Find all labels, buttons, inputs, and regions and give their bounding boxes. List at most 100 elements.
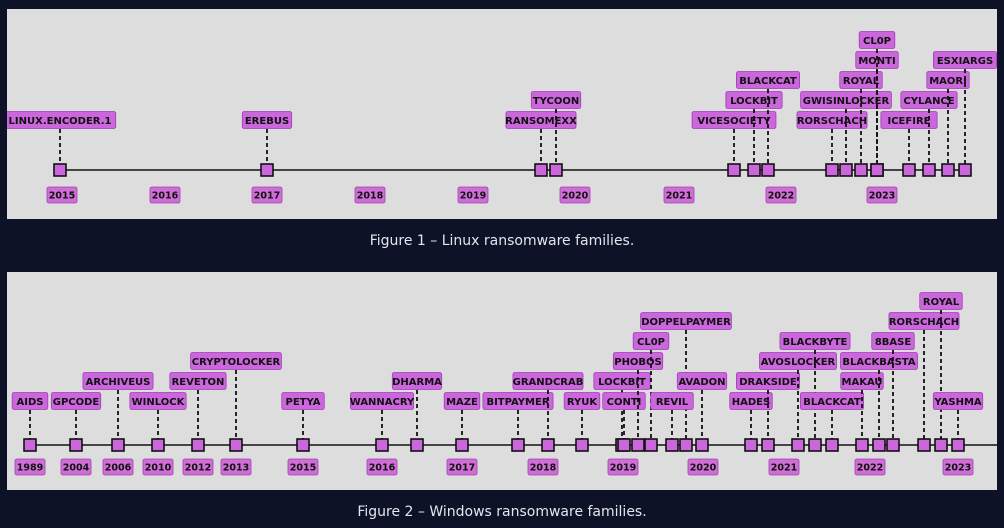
svg-text:ROYAL: ROYAL	[923, 297, 960, 308]
svg-text:MAKAU: MAKAU	[842, 377, 883, 388]
svg-text:2020: 2020	[690, 463, 717, 474]
svg-text:ROYAL: ROYAL	[843, 76, 880, 87]
svg-text:MAORI: MAORI	[929, 76, 967, 87]
family-maori: MAORI	[926, 71, 970, 177]
year-label-2012: 2012	[182, 458, 214, 476]
svg-text:DOPPELPAYMER: DOPPELPAYMER	[641, 317, 731, 328]
svg-text:2016: 2016	[152, 191, 179, 202]
svg-text:RORSCHACH: RORSCHACH	[889, 317, 959, 328]
family-rorschach: RORSCHACH	[796, 111, 868, 177]
svg-text:LOCKBIT: LOCKBIT	[598, 377, 646, 388]
svg-text:LINUX.ENCODER.1: LINUX.ENCODER.1	[9, 116, 112, 127]
family-ryuk: RYUK	[563, 392, 601, 452]
svg-text:DRAKSIDE: DRAKSIDE	[739, 377, 797, 388]
svg-text:2021: 2021	[666, 191, 692, 202]
year-label-2023: 2023	[942, 458, 974, 476]
year-label-2004: 2004	[60, 458, 92, 476]
svg-text:GRANDCRAB: GRANDCRAB	[513, 377, 584, 388]
family-avoslocker: AVOSLOCKER	[759, 352, 837, 452]
year-label-2006: 2006	[102, 458, 134, 476]
svg-text:2022: 2022	[857, 463, 883, 474]
family-grandcrab: GRANDCRAB	[512, 372, 584, 452]
family-dharma: DHARMA	[391, 372, 442, 452]
svg-text:ARCHIVEUS: ARCHIVEUS	[86, 377, 151, 388]
family-cl0p: CL0P	[858, 31, 896, 177]
family-linux-encoder-1: LINUX.ENCODER.1	[7, 111, 117, 177]
year-label-2016: 2016	[366, 458, 398, 476]
family-esxiargs: ESXIARGS	[933, 51, 997, 177]
family-conti: CONTI	[602, 392, 646, 452]
year-label-2023: 2023	[866, 186, 898, 204]
family-doppelpaymer: DOPPELPAYMER	[640, 312, 732, 452]
svg-text:BLACKBASTA: BLACKBASTA	[842, 357, 915, 368]
svg-text:CL0P: CL0P	[637, 337, 665, 348]
svg-text:BLACKBYTE: BLACKBYTE	[783, 337, 848, 348]
figure-2-caption: Figure 2 – Windows ransomware families.	[357, 504, 647, 520]
year-label-2018: 2018	[354, 186, 386, 204]
svg-text:2004: 2004	[63, 463, 90, 474]
family-royal: ROYAL	[919, 292, 963, 452]
svg-text:BLACKCAT: BLACKCAT	[739, 76, 797, 87]
family-blackbyte: BLACKBYTE	[779, 332, 851, 452]
family-gpcode: GPCODE	[50, 392, 102, 452]
family-8base: 8BASE	[871, 332, 915, 452]
svg-text:CRYPTOLOCKER: CRYPTOLOCKER	[192, 357, 281, 368]
svg-text:RORSCHACH: RORSCHACH	[797, 116, 867, 127]
year-label-2018: 2018	[527, 458, 559, 476]
svg-text:ESXIARGS: ESXIARGS	[937, 56, 993, 67]
svg-text:2013: 2013	[223, 463, 249, 474]
svg-text:AIDS: AIDS	[17, 397, 44, 408]
svg-text:2021: 2021	[771, 463, 797, 474]
figure-1-caption: Figure 1 – Linux ransomware families.	[369, 233, 635, 249]
family-gwisinlocker: GWISINLOCKER	[800, 91, 892, 177]
family-makau: MAKAU	[840, 372, 884, 452]
svg-text:2010: 2010	[145, 463, 172, 474]
svg-text:BITPAYMER: BITPAYMER	[486, 397, 549, 408]
svg-text:DHARMA: DHARMA	[392, 377, 442, 388]
family-ransomexx: RANSOMEXX	[505, 111, 577, 177]
svg-text:MAZE: MAZE	[446, 397, 478, 408]
year-label-2019: 2019	[457, 186, 489, 204]
family-blackcat: BLACKCAT	[736, 71, 801, 177]
family-wannacry: WANNACRY	[350, 392, 415, 452]
svg-text:2018: 2018	[357, 191, 384, 202]
family-winlock: WINLOCK	[129, 392, 187, 452]
svg-text:ICEFIRE: ICEFIRE	[888, 116, 931, 127]
svg-text:CONTI: CONTI	[607, 397, 642, 408]
family-petya: PETYA	[281, 392, 325, 452]
svg-text:2017: 2017	[254, 191, 280, 202]
year-label-2020: 2020	[559, 186, 591, 204]
year-label-2015: 2015	[46, 186, 78, 204]
family-vicesociety: VICESOCIETY	[691, 111, 777, 177]
svg-text:YASHMA: YASHMA	[933, 397, 982, 408]
family-erebus: EREBUS	[241, 111, 293, 177]
family-reveton: REVETON	[169, 372, 227, 452]
svg-text:MONTI: MONTI	[858, 56, 895, 67]
svg-text:8BASE: 8BASE	[875, 337, 912, 348]
svg-text:PHOBOS: PHOBOS	[614, 357, 662, 368]
year-label-2022: 2022	[854, 458, 886, 476]
year-label-2020: 2020	[687, 458, 719, 476]
family-cryptolocker: CRYPTOLOCKER	[190, 352, 282, 452]
svg-text:VICESOCIETY: VICESOCIETY	[697, 116, 771, 127]
family-bitpaymer: BITPAYMER	[482, 392, 554, 452]
year-label-2021: 2021	[768, 458, 800, 476]
family-archiveus: ARCHIVEUS	[82, 372, 154, 452]
svg-text:CL0P: CL0P	[863, 36, 891, 47]
year-label-2017: 2017	[251, 186, 283, 204]
svg-text:2016: 2016	[369, 463, 396, 474]
svg-text:2017: 2017	[449, 463, 475, 474]
svg-text:AVOSLOCKER: AVOSLOCKER	[761, 357, 836, 368]
family-cylance: CYLANCE	[900, 91, 958, 177]
family-hades: HADES	[729, 392, 773, 452]
family-drakside: DRAKSIDE	[736, 372, 801, 452]
svg-text:EREBUS: EREBUS	[245, 116, 289, 127]
family-avadon: AVADON	[676, 372, 728, 452]
svg-text:PETYA: PETYA	[285, 397, 320, 408]
family-blackbasta: BLACKBASTA	[840, 352, 918, 452]
svg-text:RANSOMEXX: RANSOMEXX	[505, 116, 577, 127]
year-label-2015: 2015	[287, 458, 319, 476]
year-label-2010: 2010	[142, 458, 174, 476]
